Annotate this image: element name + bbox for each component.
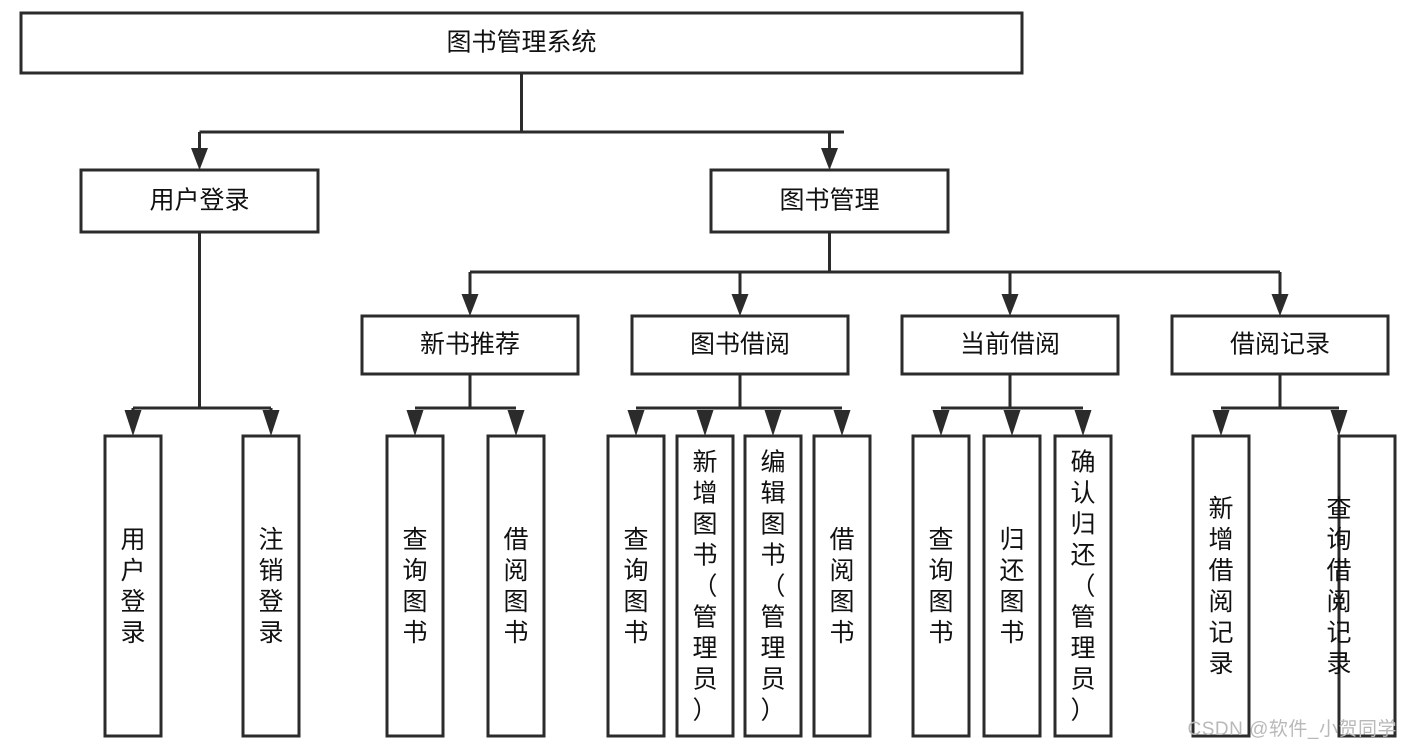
- arrowhead-leaf-add-book-admin: [696, 410, 714, 436]
- node-book-management-label: 图书管理: [779, 187, 879, 215]
- node-leaf-user-login-box[interactable]: [103, 434, 163, 738]
- node-current-borrow-box[interactable]: [900, 314, 1120, 376]
- arrowhead-borrow-record: [1271, 294, 1289, 316]
- arrowhead-leaf-add-borrow-record: [1212, 410, 1230, 436]
- connector-layer: [124, 73, 1348, 436]
- node-new-book-recommend-box[interactable]: [360, 314, 580, 376]
- arrowhead-book-borrow: [731, 294, 749, 316]
- node-user-login-label: 用户登录: [149, 187, 249, 215]
- arrowhead-leaf-query-book-recommend: [406, 410, 424, 436]
- node-user-login[interactable]: 用户登录: [79, 168, 320, 234]
- node-book-borrow-label: 图书借阅: [690, 331, 790, 359]
- node-borrow-record-box[interactable]: [1170, 314, 1390, 376]
- node-leaf-logout-login-box[interactable]: [241, 434, 301, 738]
- node-leaf-query-book-recommend-label: 查询图书: [402, 526, 427, 647]
- node-leaf-return-book-box[interactable]: [982, 434, 1042, 738]
- node-leaf-query-book-recommend-box[interactable]: [385, 434, 445, 738]
- node-leaf-query-book-borrow-box[interactable]: [606, 434, 666, 738]
- arrowhead-leaf-user-login: [124, 410, 142, 436]
- csdn-watermark: CSDN @软件_小贺同学: [1187, 719, 1397, 740]
- arrowhead-user-login: [191, 148, 208, 170]
- node-leaf-borrow-book-recommend-label: 借阅图书: [503, 526, 528, 647]
- node-leaf-query-borrow-record[interactable]: 查询借阅记录: [1326, 434, 1397, 738]
- arrowhead-leaf-query-borrow-record: [1330, 410, 1348, 436]
- node-leaf-query-book-recommend[interactable]: 查询图书: [385, 434, 445, 738]
- arrowhead-leaf-query-book-current: [932, 410, 950, 436]
- node-leaf-return-book[interactable]: 归还图书: [982, 434, 1042, 738]
- node-book-borrow[interactable]: 图书借阅: [630, 314, 850, 376]
- node-new-book-recommend-label: 新书推荐: [420, 331, 520, 359]
- node-new-book-recommend[interactable]: 新书推荐: [360, 314, 580, 376]
- node-leaf-query-borrow-record-box[interactable]: [1337, 434, 1397, 738]
- node-leaf-borrow-book-recommend[interactable]: 借阅图书: [486, 434, 546, 738]
- node-leaf-borrow-book[interactable]: 借阅图书: [812, 434, 872, 738]
- arrowhead-leaf-borrow-book: [833, 410, 851, 436]
- node-leaf-edit-book-admin-box[interactable]: [743, 434, 803, 738]
- node-current-borrow[interactable]: 当前借阅: [900, 314, 1120, 376]
- node-borrow-record[interactable]: 借阅记录: [1170, 314, 1390, 376]
- arrowhead-current-borrow: [1001, 294, 1019, 316]
- leaf-nodes-layer: 用户登录 注销登录 查询图书 借阅图书 查询图书 新增图书（管理员）: [103, 434, 1397, 738]
- arrowhead-new-book-recommend: [461, 294, 479, 316]
- node-leaf-edit-book-admin-label: 编辑图书（管理员）: [760, 449, 785, 725]
- node-leaf-query-book-current[interactable]: 查询图书: [911, 434, 971, 738]
- node-leaf-borrow-book-label: 借阅图书: [829, 526, 854, 647]
- node-leaf-user-login[interactable]: 用户登录: [103, 434, 163, 738]
- node-user-login-box[interactable]: [79, 168, 320, 234]
- node-current-borrow-label: 当前借阅: [960, 331, 1060, 359]
- arrowhead-book-management: [821, 148, 838, 170]
- node-leaf-add-book-admin-label: 新增图书（管理员）: [692, 449, 717, 725]
- arrowhead-leaf-edit-book-admin: [764, 410, 782, 436]
- arrowhead-leaf-borrow-book-recommend: [507, 410, 525, 436]
- node-book-borrow-box[interactable]: [630, 314, 850, 376]
- arrowhead-leaf-logout-login: [262, 410, 280, 436]
- node-leaf-query-book-current-label: 查询图书: [928, 526, 953, 647]
- node-leaf-logout-login-label: 注销登录: [258, 526, 283, 647]
- node-leaf-query-book-borrow-label: 查询图书: [623, 526, 648, 647]
- node-leaf-return-book-label: 归还图书: [999, 526, 1024, 647]
- node-leaf-confirm-return-admin-box[interactable]: [1053, 434, 1113, 738]
- arrowhead-leaf-query-book-borrow: [627, 410, 645, 436]
- node-root-box[interactable]: [19, 11, 1024, 75]
- node-leaf-borrow-book-box[interactable]: [812, 434, 872, 738]
- node-book-management-box[interactable]: [709, 168, 950, 234]
- node-borrow-record-label: 借阅记录: [1230, 331, 1330, 359]
- node-leaf-query-book-current-box[interactable]: [911, 434, 971, 738]
- node-root[interactable]: 图书管理系统: [19, 11, 1024, 75]
- node-root-label: 图书管理系统: [446, 29, 596, 57]
- node-leaf-add-borrow-record-label: 新增借阅记录: [1208, 495, 1233, 678]
- node-leaf-query-borrow-record-label: 查询借阅记录: [1326, 495, 1351, 678]
- node-book-management[interactable]: 图书管理: [709, 168, 950, 234]
- node-leaf-query-book-borrow[interactable]: 查询图书: [606, 434, 666, 738]
- arrowhead-leaf-return-book: [1003, 410, 1021, 436]
- arrowhead-leaf-confirm-return-admin: [1074, 410, 1092, 436]
- node-leaf-add-book-admin[interactable]: 新增图书（管理员）: [675, 434, 735, 738]
- node-leaf-add-borrow-record-box[interactable]: [1191, 434, 1251, 738]
- node-leaf-confirm-return-admin[interactable]: 确认归还（管理员）: [1053, 434, 1113, 738]
- node-leaf-add-borrow-record[interactable]: 新增借阅记录: [1191, 434, 1251, 738]
- node-leaf-add-book-admin-box[interactable]: [675, 434, 735, 738]
- node-leaf-logout-login[interactable]: 注销登录: [241, 434, 301, 738]
- node-leaf-borrow-book-recommend-box[interactable]: [486, 434, 546, 738]
- node-leaf-confirm-return-admin-label: 确认归还（管理员）: [1070, 449, 1095, 725]
- node-leaf-edit-book-admin[interactable]: 编辑图书（管理员）: [743, 434, 803, 738]
- node-leaf-user-login-label: 用户登录: [120, 526, 145, 647]
